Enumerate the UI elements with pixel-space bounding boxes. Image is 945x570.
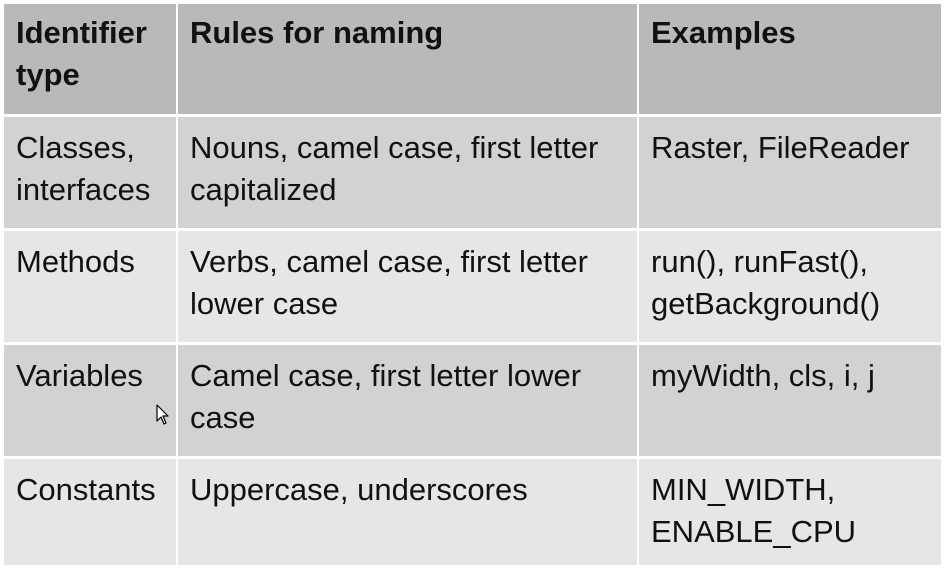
naming-rule-cell: Camel case, first letter lower case — [178, 345, 639, 459]
examples-cell: MIN_WIDTH, ENABLE_CPU — [639, 459, 941, 565]
examples-cell: myWidth, cls, i, j — [639, 345, 941, 459]
identifier-type-cell: Methods — [4, 231, 178, 345]
identifier-type-cell: Classes, interfaces — [4, 117, 178, 231]
header-identifier-type: Identifier type — [4, 4, 178, 117]
naming-rule-cell: Nouns, camel case, first letter capitali… — [178, 117, 639, 231]
mouse-pointer-icon — [156, 404, 169, 425]
naming-rule-cell: Uppercase, underscores — [178, 459, 639, 565]
naming-rules-table: Identifier type Rules for naming Example… — [4, 4, 941, 565]
identifier-type-cell: Variables — [4, 345, 178, 459]
header-examples: Examples — [639, 4, 941, 117]
examples-cell: Raster, FileReader — [639, 117, 941, 231]
identifier-type-cell: Constants — [4, 459, 178, 565]
header-rules-for-naming: Rules for naming — [178, 4, 639, 117]
naming-rule-cell: Verbs, camel case, first letter lower ca… — [178, 231, 639, 345]
examples-cell: run(), runFast(), getBackground() — [639, 231, 941, 345]
